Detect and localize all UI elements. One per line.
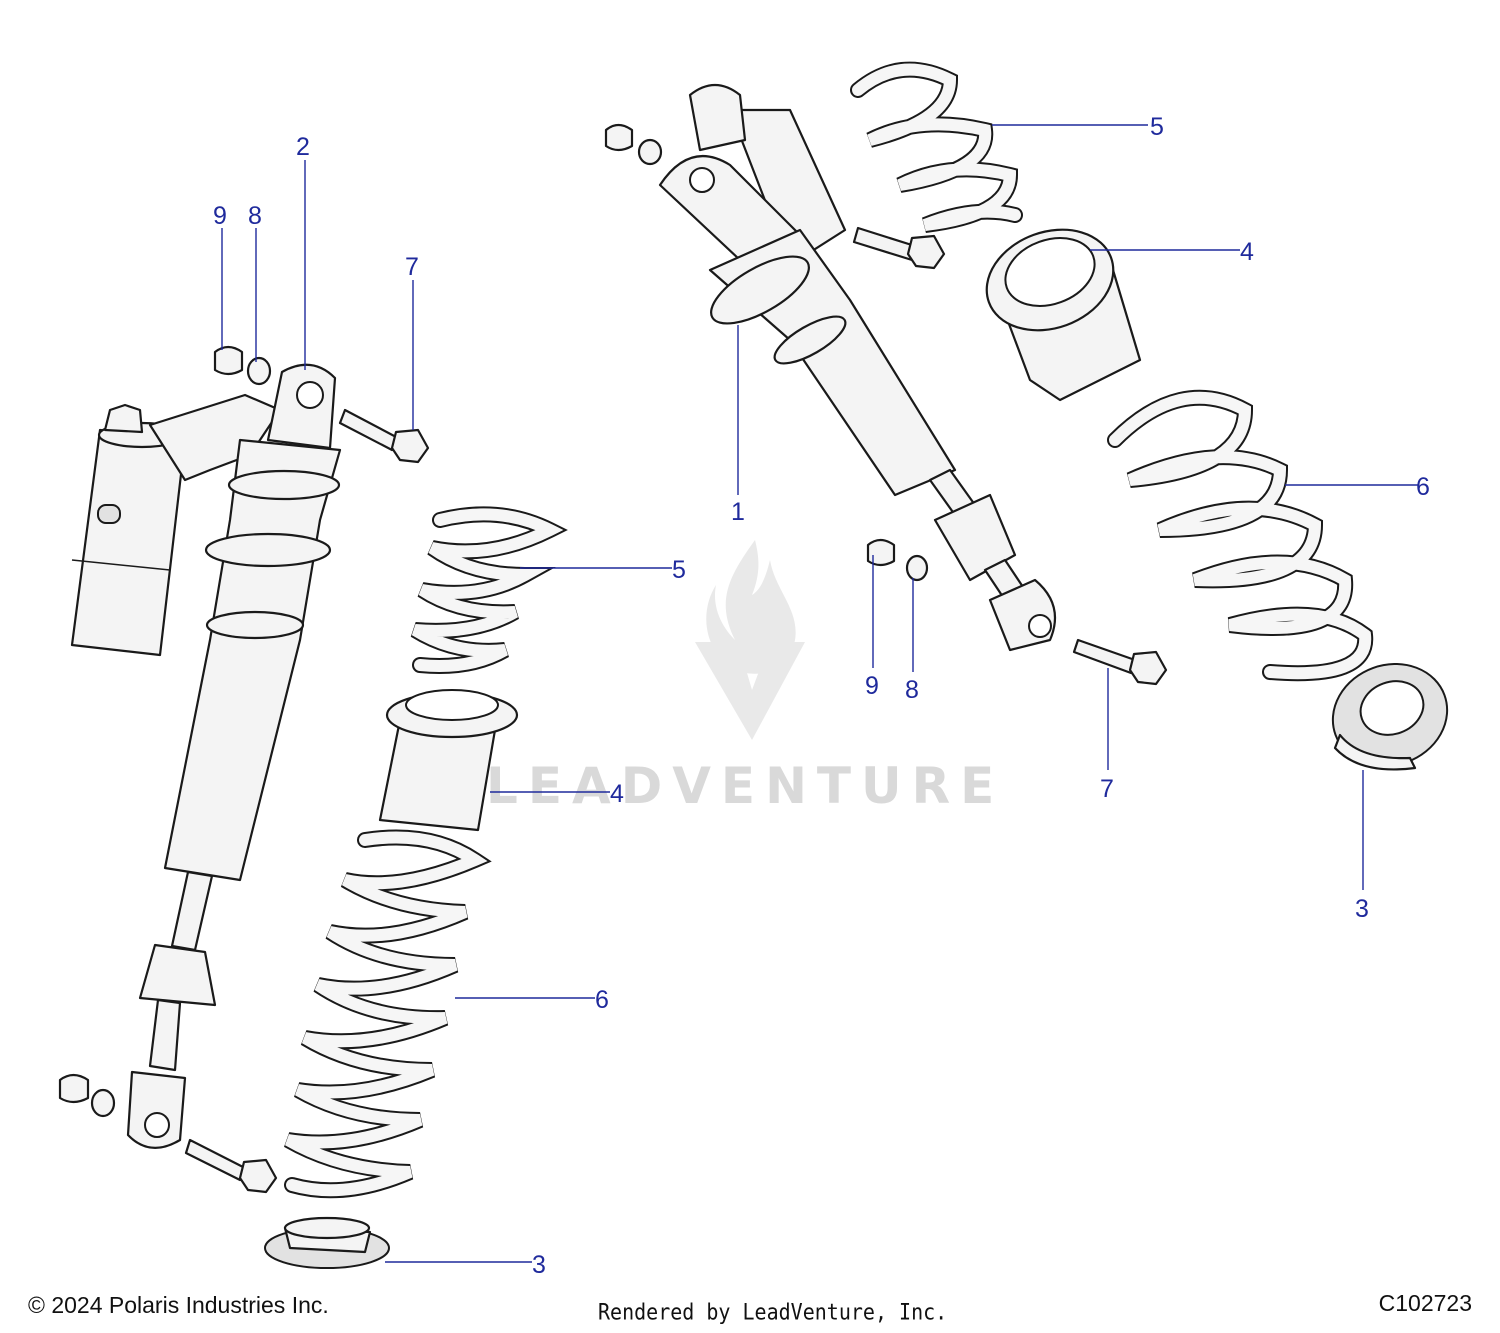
large-spring-left xyxy=(284,829,492,1199)
bolt-upper-shank xyxy=(338,408,400,452)
callout-1[interactable]: 1 xyxy=(731,498,745,526)
reservoir-body xyxy=(70,428,187,657)
callout-8-right[interactable]: 8 xyxy=(905,676,919,704)
watermark-v-icon xyxy=(695,642,805,740)
washer-lower-right xyxy=(905,554,929,582)
callout-7-right[interactable]: 7 xyxy=(1100,775,1114,803)
spring-spacer-left xyxy=(378,689,519,832)
spring-seat-right xyxy=(1331,662,1449,771)
bolt-lower-head xyxy=(238,1158,278,1194)
callout-4-left[interactable]: 4 xyxy=(610,780,624,808)
callout-3-left[interactable]: 3 xyxy=(532,1251,546,1279)
nut-upper xyxy=(213,345,244,376)
nut-upper-right xyxy=(604,123,634,152)
callout-8-left[interactable]: 8 xyxy=(248,202,262,230)
small-spring-left xyxy=(410,506,568,674)
shaft xyxy=(170,870,214,952)
callout-9-left[interactable]: 9 xyxy=(213,202,227,230)
shock-body xyxy=(163,438,342,882)
reservoir-seam xyxy=(71,559,171,571)
bolt-upper-right-head xyxy=(906,234,946,270)
washer-upper-right xyxy=(637,138,663,166)
shock-body-right xyxy=(708,228,957,497)
washer-upper xyxy=(246,356,272,386)
callout-4-right[interactable]: 4 xyxy=(1240,238,1254,266)
callout-6-left[interactable]: 6 xyxy=(595,986,609,1014)
bump-stop xyxy=(138,943,217,1007)
callouts: 2 9 8 7 5 4 6 3 1 5 4 6 9 8 7 3 xyxy=(213,113,1430,1279)
washer-lower xyxy=(90,1088,116,1118)
callout-2[interactable]: 2 xyxy=(296,133,310,161)
eyelet-hole-right xyxy=(689,167,715,193)
bolt-lower-shank xyxy=(184,1138,247,1182)
lower-eyelet xyxy=(126,1070,187,1149)
callout-5-right[interactable]: 5 xyxy=(1150,113,1164,141)
reservoir-window xyxy=(97,504,121,524)
nut-lower xyxy=(58,1073,90,1104)
collar-right xyxy=(773,315,847,365)
collar-2 xyxy=(205,610,305,640)
small-spring-right xyxy=(850,61,1023,233)
spring-spacer-right xyxy=(985,228,1142,402)
reservoir-cap-right xyxy=(688,83,747,152)
adjuster-ring-right xyxy=(710,255,810,325)
collar-1 xyxy=(227,469,341,501)
adjuster-ring xyxy=(204,532,332,568)
callout-6-right[interactable]: 6 xyxy=(1416,473,1430,501)
watermark: LEADVENTURE xyxy=(486,540,1004,815)
lower-eyelet-hole xyxy=(144,1112,170,1138)
spring-seat-left xyxy=(264,1216,390,1269)
reservoir-cap xyxy=(103,403,144,434)
upper-eyelet xyxy=(266,363,337,450)
nut-lower-right xyxy=(866,538,896,567)
right-shock-assembly xyxy=(604,61,1449,771)
rendered-by-text: Rendered by LeadVenture, Inc. xyxy=(598,1298,948,1326)
bolt-upper-head xyxy=(390,428,430,464)
bolt-lower-right-shank xyxy=(1072,638,1137,675)
bolt-lower-right-head xyxy=(1128,650,1168,686)
watermark-text: LEADVENTURE xyxy=(486,757,1004,815)
lower-rod xyxy=(148,998,182,1072)
large-spring-right xyxy=(1107,389,1374,682)
eyelet-hole xyxy=(296,381,324,409)
watermark-flame-icon xyxy=(706,540,796,674)
callout-5-left[interactable]: 5 xyxy=(672,556,686,584)
callout-3-right[interactable]: 3 xyxy=(1355,895,1369,923)
callout-7-left[interactable]: 7 xyxy=(405,253,419,281)
copyright-text: © 2024 Polaris Industries Inc. xyxy=(28,1292,329,1318)
bump-stop-right xyxy=(933,493,1017,582)
leader-lines xyxy=(221,124,1418,1263)
lower-eyelet-hole-right xyxy=(1028,614,1052,638)
bolt-upper-right-shank xyxy=(852,226,917,262)
callout-9-right[interactable]: 9 xyxy=(865,672,879,700)
diagram-id: C102723 xyxy=(1378,1290,1472,1316)
left-shock-assembly xyxy=(58,345,568,1269)
